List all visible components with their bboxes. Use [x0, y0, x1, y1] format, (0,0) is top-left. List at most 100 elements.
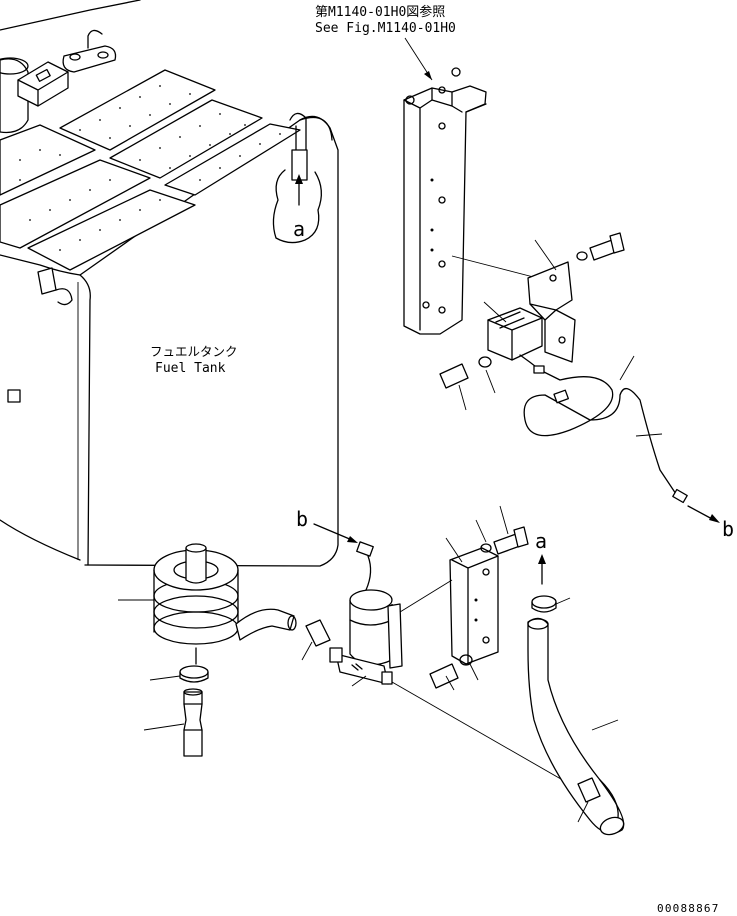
- harness-connector-end: [672, 488, 688, 504]
- bolt-left: [439, 363, 469, 389]
- bracket-hole-1: [438, 122, 446, 130]
- fitting-top: [183, 688, 203, 696]
- solenoid-bracket-fold: [529, 303, 557, 321]
- pump-bracket-link: [399, 579, 453, 613]
- return-hose-inner-curve: [599, 779, 619, 819]
- figure-reference-en: See Fig.M1140-01H0: [315, 21, 456, 36]
- bracket-bolt-2: [451, 67, 461, 77]
- leader-harness: [635, 433, 663, 437]
- detail-a-bubble: [272, 169, 322, 244]
- pump-mount-strap: [387, 603, 403, 669]
- pump-bracket-hole-2: [482, 636, 490, 644]
- hose-clamp-top-band: [531, 601, 557, 613]
- leader-clamp-pump: [301, 641, 313, 661]
- tank-top-front-edge: [0, 254, 81, 276]
- tank-side-clip: [55, 288, 73, 306]
- return-hose-bottom-end: [599, 816, 625, 836]
- tank-side-bracket: [37, 267, 57, 295]
- return-hose-assembly: a: [527, 529, 625, 836]
- tank-label-jp: フュエルタンク: [150, 344, 238, 359]
- mounting-bracket-assembly: b: [403, 67, 734, 541]
- bracket-hole-2: [438, 196, 446, 204]
- handle-hole-1: [69, 53, 81, 61]
- hose-clamp-top: [531, 595, 557, 609]
- tank-outline: [79, 115, 339, 567]
- coil-clamp: [179, 665, 209, 679]
- tank-drain-plug: [7, 389, 21, 403]
- leader-hose-clamp-bottom: [577, 801, 589, 823]
- coil-riser: [185, 548, 207, 584]
- washer-top-right: [576, 251, 588, 261]
- pump-bracket: [449, 547, 499, 665]
- plate-rivets: [19, 85, 281, 251]
- washer-pump-top: [480, 543, 492, 553]
- bracket-hole-5: [422, 301, 430, 309]
- callout-a-top: a: [293, 217, 305, 241]
- bracket-hole-3: [438, 260, 446, 268]
- leader-relay: [483, 301, 507, 323]
- bolt-top-right-head: [609, 232, 625, 254]
- leader-washer-pump-bottom: [469, 663, 479, 681]
- leader-pump: [351, 675, 367, 687]
- bracket-flange-edges: [431, 87, 487, 113]
- tank-plate-1: [59, 69, 216, 151]
- solenoid-bracket-hole-2: [558, 336, 566, 344]
- filler-cap: [0, 58, 29, 134]
- detail-a-arrowhead: [295, 174, 303, 184]
- callout-b-left: b: [296, 507, 308, 531]
- washer-pump-bottom: [459, 654, 473, 666]
- leader-bolt-left: [458, 384, 467, 411]
- washer-left: [478, 356, 492, 368]
- bracket-bolt-1: [405, 95, 415, 105]
- arrow-b-right-line: [687, 505, 715, 521]
- harness-clamp: [553, 389, 569, 404]
- tank-plate-3: [164, 123, 301, 196]
- leader-bolt-pump-bottom: [445, 675, 455, 691]
- pump-flow-arrow: [351, 663, 363, 671]
- coil-sides: [153, 569, 239, 633]
- leader-washer-pump: [475, 519, 487, 543]
- callout-b-right: b: [722, 517, 734, 541]
- bracket-link-line: [451, 255, 546, 281]
- pump-outlet-port: [381, 671, 393, 685]
- bolt-pump-top-head: [513, 526, 529, 548]
- pump-bracket-hole-1: [482, 568, 490, 576]
- hose-clamp-bottom: [577, 777, 601, 803]
- leader-harness-clamp: [619, 355, 635, 381]
- handle-hole-2: [97, 51, 109, 59]
- drawing-number: 00088867: [657, 902, 720, 915]
- pump-connector: [356, 541, 374, 557]
- pump-bracket-edges: [451, 555, 499, 665]
- fuel-tank: a フュエルタンク Fuel Tank: [0, 0, 339, 567]
- leader-pump-bracket: [445, 537, 463, 563]
- leader-washer-left: [485, 369, 496, 394]
- tank-mount-block: [17, 61, 69, 107]
- bracket-hole-top: [438, 86, 446, 94]
- tank-bottom-left: [0, 519, 81, 561]
- leader-coil-clamp: [149, 675, 181, 681]
- solenoid-bracket-hole: [549, 274, 557, 282]
- tank-top-back-edge: [0, 0, 141, 31]
- tank-plate-4: [0, 124, 96, 196]
- relay-block-edges: [487, 317, 543, 361]
- tank-plate-6: [27, 189, 196, 271]
- coil-outlet-hose: [235, 608, 295, 641]
- pump-outlet-line: [391, 681, 581, 791]
- filler-cap-top: [0, 57, 29, 75]
- relay-block: [487, 307, 543, 361]
- coil-clamp-band: [179, 671, 209, 683]
- relay-block-ribs: [495, 311, 525, 329]
- fuel-pump-assembly: b: [296, 505, 581, 791]
- tank-plate-2: [109, 99, 263, 179]
- leader-hose-clamp-top: [555, 597, 571, 605]
- tank-hook: [87, 29, 103, 49]
- bolt-pump-bottom: [429, 663, 459, 689]
- arrow-b-right-head: [709, 514, 720, 523]
- coil-riser-cap: [185, 543, 207, 553]
- hose-fitting: [183, 691, 203, 757]
- tank-plate-5: [0, 159, 151, 249]
- return-hose: [527, 617, 625, 834]
- arrow-a-right-head: [538, 554, 546, 564]
- wiring-harness: [519, 354, 681, 501]
